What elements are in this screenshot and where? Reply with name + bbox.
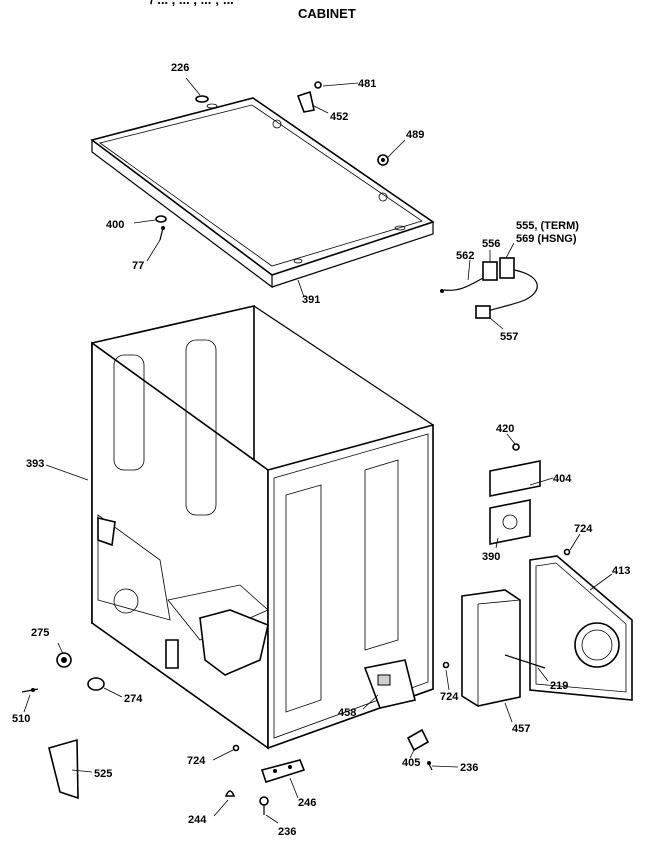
part-219-strain-relief xyxy=(504,654,546,669)
callout-555: 555, (TERM) xyxy=(516,220,579,232)
part-525-envelope xyxy=(48,738,79,800)
callout-393: 393 xyxy=(26,458,44,470)
leader-lines xyxy=(23,77,613,824)
callout-569: 569 (HSNG) xyxy=(516,233,577,245)
callout-77: 77 xyxy=(132,260,144,272)
callout-562: 562 xyxy=(456,250,474,262)
callout-525: 525 xyxy=(94,768,112,780)
part-400-clip xyxy=(155,215,167,223)
callout-219: 219 xyxy=(550,680,568,692)
callout-405: 405 xyxy=(402,757,420,769)
part-405-hinge xyxy=(406,728,430,752)
callout-557: 557 xyxy=(500,331,518,343)
part-236-screw-bottom xyxy=(259,796,269,815)
callout-274: 274 xyxy=(124,693,143,705)
callout-724-center: 724 xyxy=(440,691,459,703)
part-510-screw xyxy=(21,688,39,693)
callout-275: 275 xyxy=(31,627,49,639)
callout-391: 391 xyxy=(302,294,320,306)
part-226-plug xyxy=(195,95,209,103)
door-switch-harness xyxy=(440,257,538,319)
section-title: CABINET xyxy=(298,6,356,21)
part-724-screw-right xyxy=(563,548,571,556)
callout-390: 390 xyxy=(482,551,500,563)
callout-452: 452 xyxy=(330,111,348,123)
callout-400: 400 xyxy=(106,219,124,231)
part-452-bracket xyxy=(296,90,315,113)
part-420-screw xyxy=(512,443,520,451)
part-413-rear-panel xyxy=(529,555,633,701)
callout-556: 556 xyxy=(482,238,500,250)
callout-236-bottom: 236 xyxy=(278,826,296,838)
header-title-partial: / ... , ... , ... ; ... xyxy=(150,0,234,7)
part-724-screw-bottom xyxy=(232,744,240,752)
part-236-screw-right xyxy=(427,761,433,771)
callout-244: 244 xyxy=(188,814,207,826)
part-404-plate xyxy=(489,460,541,497)
callout-724-bottom: 724 xyxy=(187,755,206,767)
part-489-bumper xyxy=(377,154,389,166)
callout-404: 404 xyxy=(553,473,572,485)
callout-413: 413 xyxy=(612,565,630,577)
callout-457: 457 xyxy=(512,723,530,735)
callout-724-right: 724 xyxy=(574,523,593,535)
part-275-foot xyxy=(56,652,72,668)
part-390-bracket xyxy=(489,499,531,545)
part-481-screw xyxy=(314,81,322,89)
callout-246: 246 xyxy=(298,797,316,809)
callout-420: 420 xyxy=(496,423,514,435)
top-panel xyxy=(90,97,435,289)
callout-236-right: 236 xyxy=(460,762,478,774)
callout-510: 510 xyxy=(12,713,30,725)
callout-226: 226 xyxy=(171,62,189,74)
part-246-door-catch xyxy=(260,759,306,783)
part-724-screw-center xyxy=(442,661,450,669)
callout-458: 458 xyxy=(338,707,356,719)
part-77-screw xyxy=(159,226,165,241)
part-244-plug xyxy=(224,790,236,797)
callout-481: 481 xyxy=(358,78,376,90)
part-274-foot xyxy=(87,677,105,691)
callout-489: 489 xyxy=(406,129,424,141)
part-457-terminal-block xyxy=(461,589,521,707)
callout-labels: 226 481 452 489 400 77 391 555, (TERM) 5… xyxy=(12,62,630,838)
